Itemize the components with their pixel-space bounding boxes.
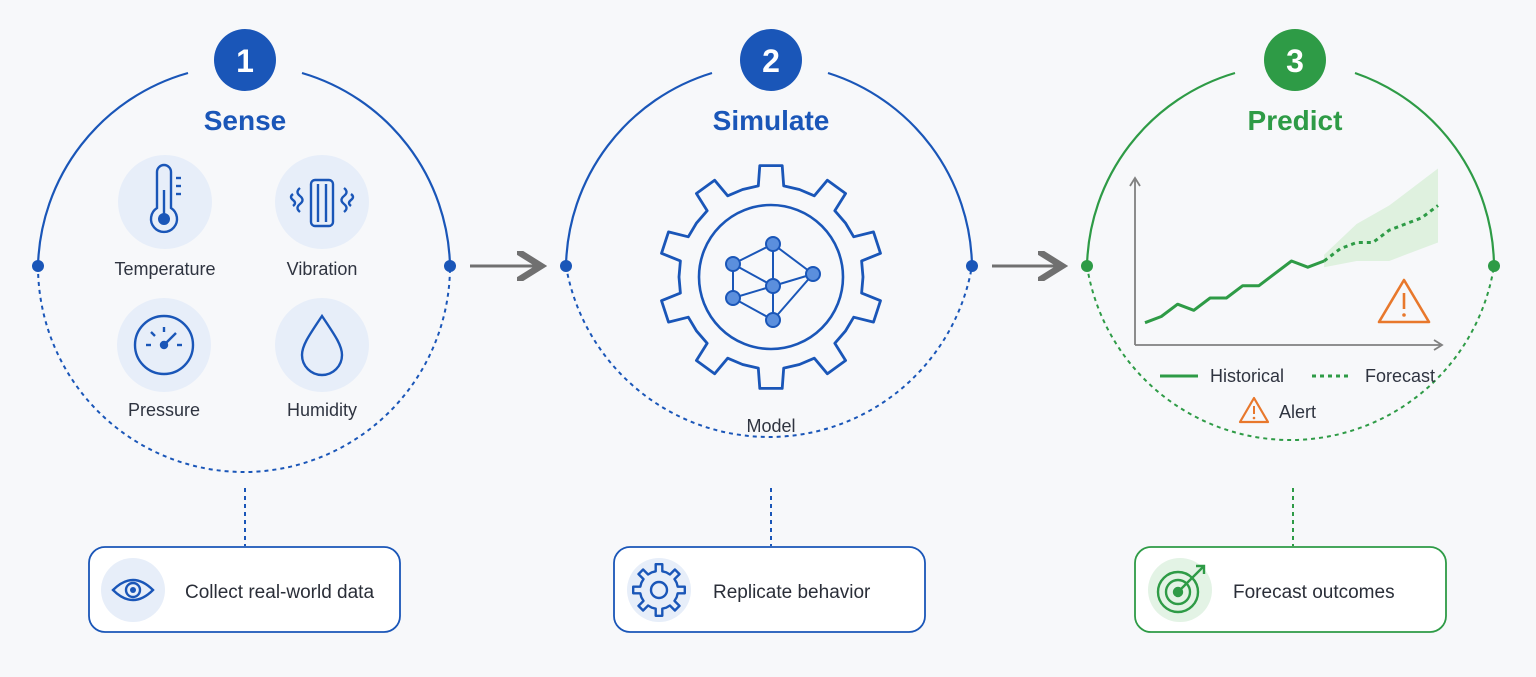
predict-left-dot [1081, 260, 1093, 272]
gear-icon [632, 563, 686, 617]
gauge-icon [133, 314, 195, 376]
step-number-3: 3 [1286, 43, 1304, 79]
simulate-circle-upper-left [564, 71, 713, 267]
simulate-circle-upper-right [827, 71, 974, 267]
sensor-vibration: Vibration [275, 155, 369, 279]
sensor-label-vibration: Vibration [287, 259, 358, 279]
simulate-circle-lower [565, 265, 973, 438]
forecast-confidence-band [1324, 168, 1438, 268]
droplet-icon [300, 313, 344, 377]
step-badge-1 [214, 29, 276, 91]
step-title-sense: Sense [204, 105, 287, 136]
predict-circle-upper-left [1085, 71, 1236, 267]
legend-forecast: Forecast [1365, 366, 1435, 386]
sense-right-dot [444, 260, 456, 272]
step-badge-3 [1264, 29, 1326, 91]
simulate-left-dot [560, 260, 572, 272]
sensor-label-temperature: Temperature [114, 259, 215, 279]
sensor-pressure: Pressure [117, 298, 211, 420]
step-number-1: 1 [236, 43, 254, 79]
step-title-predict: Predict [1248, 105, 1343, 136]
legend-historical: Historical [1210, 366, 1284, 386]
target-icon [1156, 564, 1206, 614]
sense-left-dot [32, 260, 44, 272]
step-number-2: 2 [762, 43, 780, 79]
step-sense: 1 Sense Temperature [32, 29, 456, 633]
step-simulate: 2 Simulate [560, 29, 978, 633]
eye-icon [111, 578, 155, 602]
caption-card-predict: Forecast outcomes [1134, 546, 1447, 633]
caption-predict: Forecast outcomes [1233, 582, 1395, 603]
series-forecast [1323, 204, 1439, 263]
model-label: Model [746, 416, 795, 436]
legend-alert: Alert [1279, 402, 1316, 422]
predict-circle-lower [1086, 265, 1495, 441]
caption-card-sense: Collect real-world data [88, 546, 401, 633]
sensor-label-humidity: Humidity [287, 400, 357, 420]
simulate-right-dot [966, 260, 978, 272]
sense-circle-lower [37, 265, 451, 473]
gear-network-icon [660, 164, 882, 390]
vibration-icon [289, 178, 355, 228]
sensor-temperature: Temperature [114, 155, 216, 279]
series-historical [1144, 259, 1325, 325]
step-predict: 3 Predict Historical Forecast [1081, 29, 1500, 633]
caption-sense: Collect real-world data [185, 582, 374, 603]
sensor-humidity: Humidity [275, 298, 369, 420]
step-badge-2 [740, 29, 802, 91]
legend-alert-icon [1238, 396, 1270, 424]
thermometer-icon [149, 163, 181, 234]
predict-right-dot [1488, 260, 1500, 272]
sense-circle-upper [36, 71, 189, 267]
caption-card-simulate: Replicate behavior [613, 546, 926, 633]
caption-simulate: Replicate behavior [713, 582, 871, 603]
step-title-simulate: Simulate [713, 105, 830, 136]
chart-legend: Historical Forecast Alert [1160, 366, 1435, 424]
alert-icon [1377, 278, 1431, 324]
sense-circle-upper-right [301, 71, 452, 267]
predict-circle-upper-right [1354, 71, 1496, 267]
sensor-label-pressure: Pressure [128, 400, 200, 420]
forecast-chart [1129, 168, 1444, 351]
